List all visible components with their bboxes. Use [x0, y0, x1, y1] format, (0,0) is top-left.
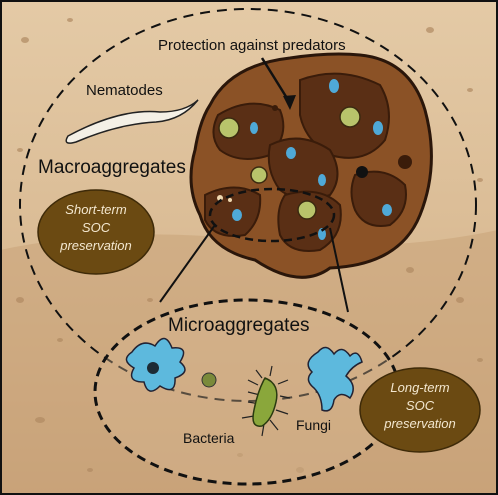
macroaggregate	[189, 52, 433, 279]
nematode-icon	[65, 99, 199, 144]
amoeba-icon	[125, 337, 186, 392]
long-term-oval	[359, 367, 481, 453]
bacteria-icon	[241, 365, 291, 437]
short-term-line1: Short-term	[65, 202, 127, 217]
nematodes-label: Nematodes	[86, 82, 163, 99]
long-term-line1: Long-term	[390, 380, 449, 395]
protection-arrow	[260, 57, 292, 104]
long-term-line2: SOC	[406, 398, 435, 413]
fungi-label: Fungi	[296, 417, 331, 433]
arrow-head	[283, 95, 296, 110]
microaggregate-highlight	[208, 187, 336, 243]
protection-label: Protection against predators	[158, 37, 346, 54]
spore-icon	[201, 372, 217, 388]
short-term-line2: SOC	[82, 220, 111, 235]
bacteria-label: Bacteria	[183, 430, 235, 446]
long-term-line3: preservation	[383, 416, 456, 431]
soil-speckles	[16, 18, 483, 473]
zoom-line-right	[329, 227, 349, 313]
macroaggregates-label: Macroaggregates	[38, 157, 186, 178]
zoom-line-left	[159, 224, 216, 303]
short-term-line3: preservation	[59, 238, 132, 253]
short-term-oval	[37, 189, 155, 275]
fungi-icon	[307, 346, 363, 412]
macroaggregate-boundary	[19, 8, 477, 402]
microaggregates-label: Microaggregates	[168, 315, 310, 336]
